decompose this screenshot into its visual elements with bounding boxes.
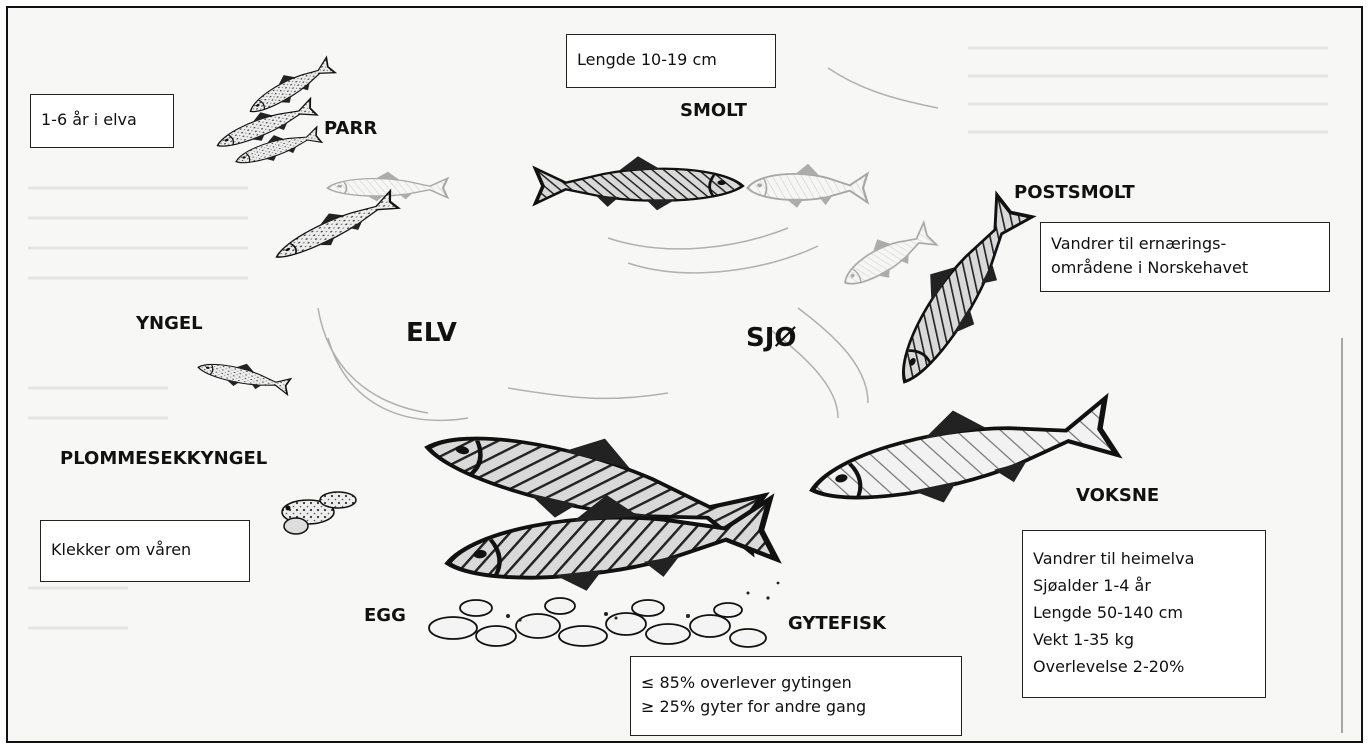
diagram-frame: PARR SMOLT POSTSMOLT YNGEL ELV SJØ PLOMM…: [6, 6, 1363, 743]
info-box-gyting-line-2: ≥ 25% gyter for andre gang: [641, 695, 951, 719]
label-smolt: SMOLT: [680, 100, 747, 121]
info-box-klekker-line: Klekker om våren: [51, 538, 239, 562]
label-yngel: YNGEL: [136, 313, 203, 334]
info-box-heimelva-line-4: Vekt 1-35 kg: [1033, 626, 1255, 653]
label-egg: EGG: [364, 605, 406, 626]
info-box-vandrer-ernaering-line-1: Vandrer til ernærings-: [1051, 232, 1319, 256]
label-elv: ELV: [406, 318, 457, 348]
info-box-vandrer-ernaering: Vandrer til ernærings- områdene i Norske…: [1040, 222, 1330, 292]
label-sjo: SJØ: [746, 323, 797, 353]
label-voksne: VOKSNE: [1076, 485, 1159, 506]
info-box-gyting: ≤ 85% overlever gytingen ≥ 25% gyter for…: [630, 656, 962, 736]
label-postsmolt: POSTSMOLT: [1014, 182, 1135, 203]
info-box-vandrer-ernaering-line-2: områdene i Norskehavet: [1051, 256, 1319, 280]
info-box-elva-line: 1-6 år i elva: [41, 108, 163, 132]
info-box-heimelva: Vandrer til heimelva Sjøalder 1-4 år Len…: [1022, 530, 1266, 698]
info-box-lengde-line: Lengde 10-19 cm: [577, 48, 765, 72]
info-box-heimelva-line-2: Sjøalder 1-4 år: [1033, 572, 1255, 599]
info-box-gyting-line-1: ≤ 85% overlever gytingen: [641, 671, 951, 695]
info-box-lengde: Lengde 10-19 cm: [566, 34, 776, 88]
info-box-heimelva-line-3: Lengde 50-140 cm: [1033, 599, 1255, 626]
label-plommesekkyngel: PLOMMESEKKYNGEL: [60, 448, 267, 469]
info-box-klekker: Klekker om våren: [40, 520, 250, 582]
info-box-elva: 1-6 år i elva: [30, 94, 174, 148]
label-parr: PARR: [324, 118, 377, 139]
info-box-heimelva-line-5: Overlevelse 2-20%: [1033, 653, 1255, 680]
label-gytefisk: GYTEFISK: [788, 613, 886, 634]
info-box-heimelva-line-1: Vandrer til heimelva: [1033, 545, 1255, 572]
